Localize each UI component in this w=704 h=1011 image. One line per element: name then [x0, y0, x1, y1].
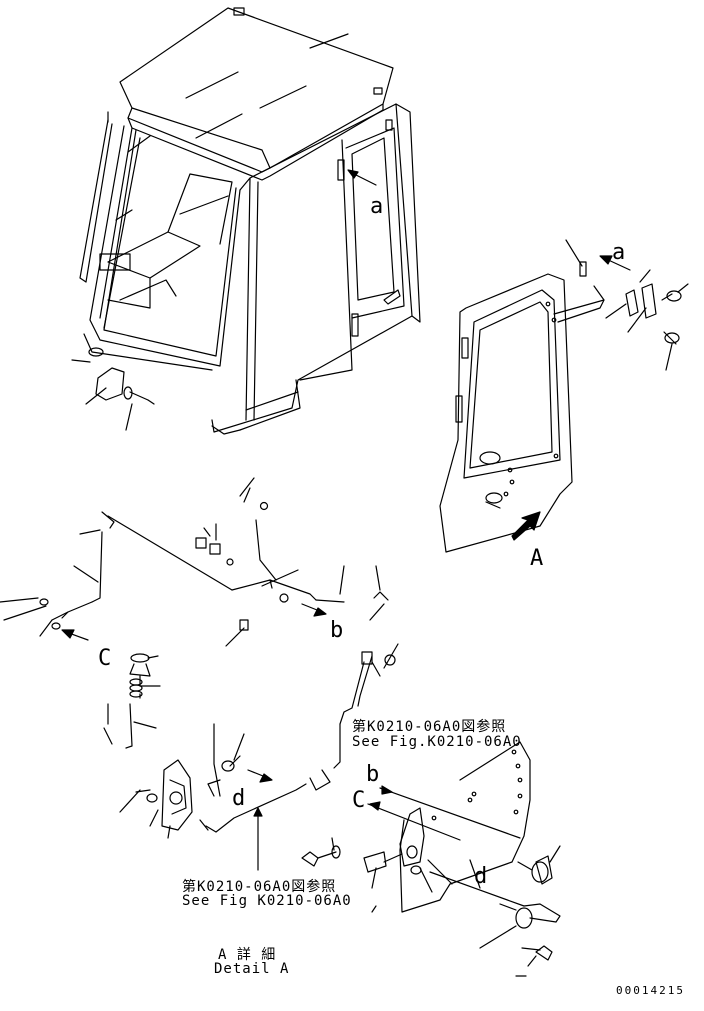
door-inner-panel — [400, 742, 530, 912]
lock-rod — [108, 516, 232, 590]
cab-assembly — [72, 8, 420, 434]
view-A-arrow — [512, 512, 540, 540]
cab-door-panel — [440, 274, 572, 552]
reference-note-en-2: See Fig K0210-06A0 — [182, 893, 352, 909]
detail-caption-en: Detail A — [214, 961, 290, 977]
reference-note-en-1: See Fig.K0210-06A0 — [352, 734, 522, 750]
inside-handle-lever — [524, 904, 560, 922]
detail-caption-jp: A 詳 細 — [218, 947, 277, 963]
grab-handle-left — [80, 120, 112, 282]
callout-b-detail: b — [366, 762, 380, 787]
reference-note-jp-2: 第K0210-06A0図参照 — [182, 879, 337, 895]
callout-d-detail: d — [474, 864, 488, 889]
drawing-number: 00014215 — [616, 984, 685, 997]
detail-A-inside-handle — [302, 742, 560, 976]
door-assembly — [440, 240, 688, 552]
cab-door-window — [352, 138, 394, 300]
door-lock-linkage — [0, 478, 398, 870]
cab-roof — [120, 8, 393, 168]
door-hinge — [626, 290, 638, 316]
callout-c-detail: C — [352, 788, 366, 813]
callout-d-linkage: d — [232, 786, 246, 811]
reference-note-jp-1: 第K0210-06A0図参照 — [352, 719, 507, 735]
callout-a-cab: a — [370, 194, 384, 219]
cab-mount-cushion — [96, 368, 124, 400]
callout-b-linkage: b — [330, 618, 344, 643]
callout-a-door: a — [612, 240, 626, 265]
callout-view-A: A — [530, 546, 544, 571]
door-window-frame — [464, 290, 560, 478]
door-lock-body — [162, 760, 192, 830]
windshield — [104, 138, 140, 328]
callout-c-linkage: C — [98, 646, 112, 671]
